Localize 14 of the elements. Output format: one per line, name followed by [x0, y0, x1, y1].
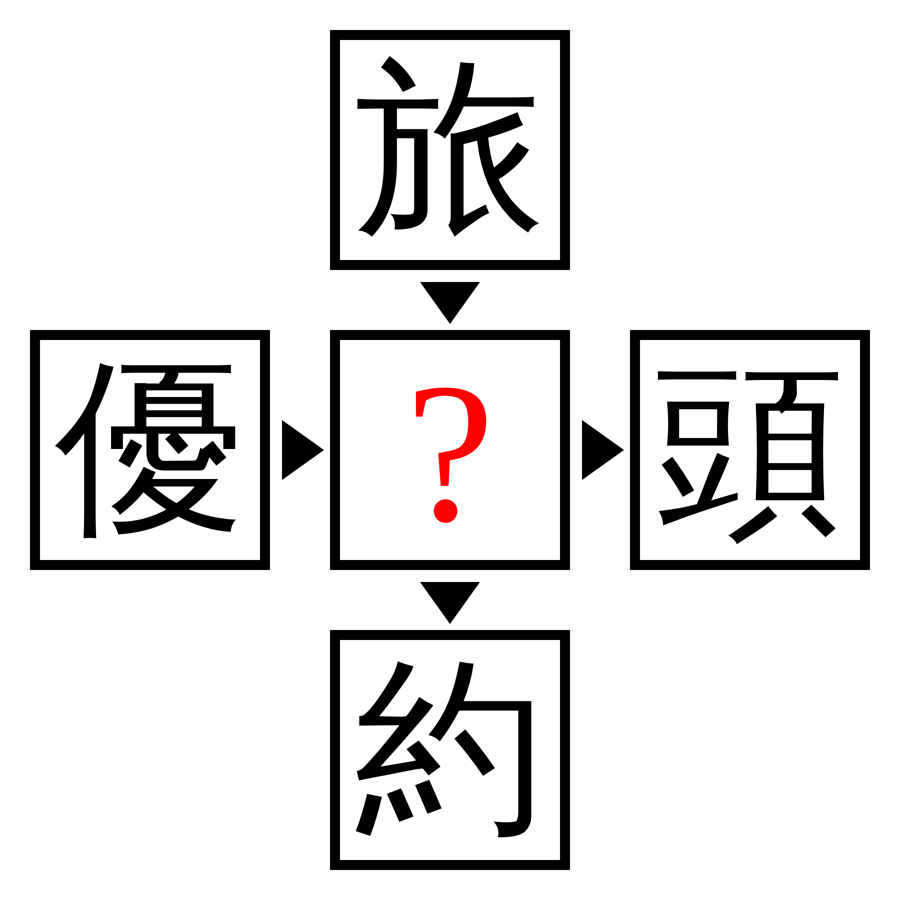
character-box	[30, 330, 270, 570]
arrow	[582, 420, 624, 480]
character-box	[630, 330, 870, 570]
arrow	[282, 420, 324, 480]
kanji-character: 優	[55, 355, 245, 545]
arrow	[420, 582, 480, 624]
kanji-character: 頭	[655, 355, 845, 545]
character-box	[330, 30, 570, 270]
character-box	[330, 330, 570, 570]
question-mark: ?	[406, 354, 494, 554]
kanji-character: 約	[355, 655, 545, 845]
character-box	[330, 630, 570, 870]
arrow	[420, 282, 480, 324]
kanji-character: 旅	[355, 55, 545, 245]
